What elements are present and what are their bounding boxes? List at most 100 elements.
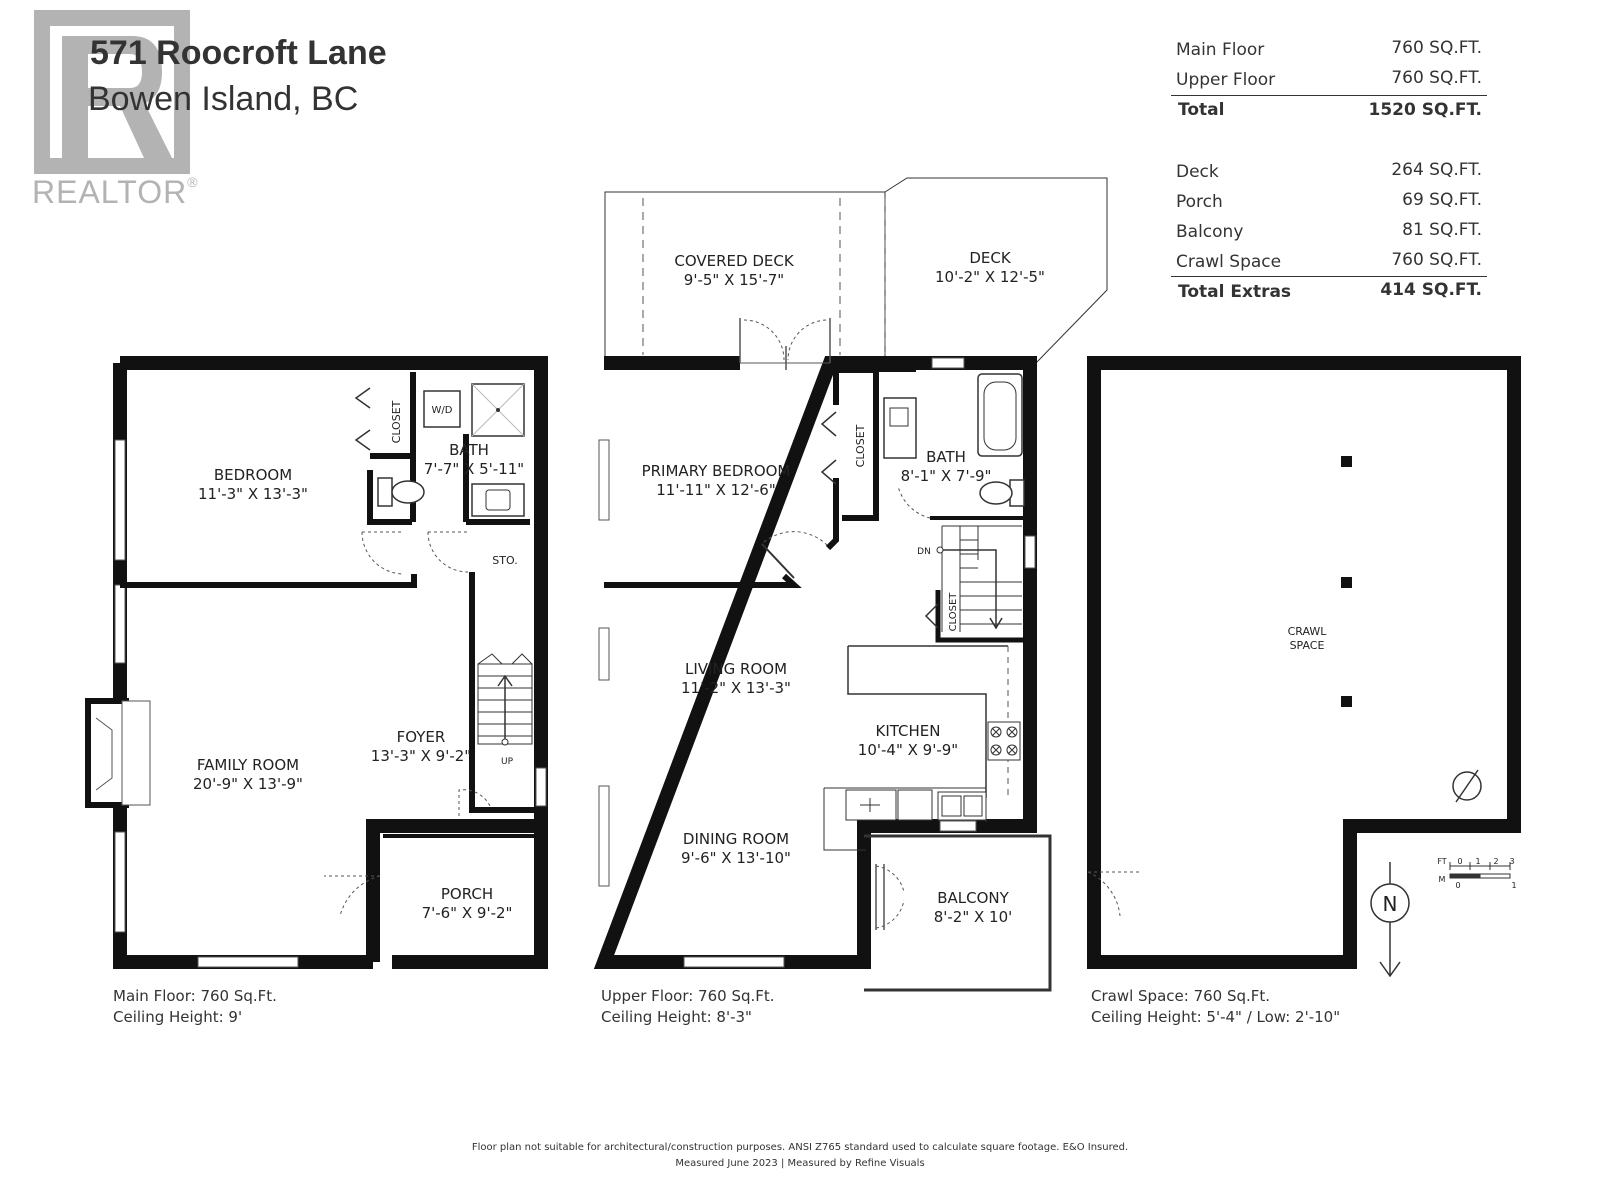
upper-bath-wall bbox=[874, 368, 1030, 520]
footer-credits: Measured June 2023 | Measured by Refine … bbox=[675, 1158, 925, 1169]
room-size-covered-deck: 9'-5" X 15'-7" bbox=[684, 271, 784, 289]
kitchen-counter bbox=[823, 787, 987, 851]
room-size-family-room: 20'-9" X 13'-9" bbox=[193, 775, 303, 793]
crawl-space-ceiling: Ceiling Height: 5'-4" / Low: 2'-10" bbox=[1091, 1008, 1341, 1026]
summary-value-porch: 69 SQ.FT. bbox=[1402, 190, 1482, 210]
room-label-dining-room: DINING ROOM bbox=[683, 830, 789, 848]
summary-value-total: 1520 SQ.FT. bbox=[1368, 100, 1482, 120]
bedroom-wall bbox=[120, 574, 417, 588]
window bbox=[598, 439, 610, 521]
scale-ft-tick-0: 0 bbox=[1457, 857, 1462, 866]
stairs-down-label: DN bbox=[917, 547, 931, 557]
kitchen-island bbox=[847, 645, 1008, 798]
room-label-porch: PORCH bbox=[441, 885, 493, 903]
room-size-living-room: 11'-2" X 13'-3" bbox=[681, 679, 791, 697]
room-label-covered-deck: COVERED DECK bbox=[674, 252, 794, 270]
fireplace bbox=[85, 698, 129, 808]
porch-wall bbox=[383, 834, 543, 962]
room-label-sto: STO. bbox=[492, 554, 517, 567]
support-post bbox=[1341, 696, 1352, 707]
summary-label-porch: Porch bbox=[1176, 192, 1223, 212]
summary-value-main-floor: 760 SQ.FT. bbox=[1391, 38, 1482, 58]
window bbox=[939, 820, 977, 832]
main-floor-stairs bbox=[477, 653, 533, 746]
sto-wall bbox=[469, 572, 541, 813]
summary-value-balcony: 81 SQ.FT. bbox=[1402, 220, 1482, 240]
summary-label-deck: Deck bbox=[1176, 162, 1219, 182]
room-label-bath-main: BATH bbox=[449, 441, 489, 459]
bath-wall bbox=[367, 434, 530, 525]
summary-divider bbox=[1171, 95, 1487, 96]
room-label-bath-upper: BATH bbox=[926, 448, 966, 466]
room-label-living-room: LIVING ROOM bbox=[685, 660, 787, 678]
summary-value-upper-floor: 760 SQ.FT. bbox=[1391, 68, 1482, 88]
scale-m-tick-1: 1 bbox=[1511, 881, 1516, 890]
support-post bbox=[1341, 456, 1352, 467]
summary-label-main-floor: Main Floor bbox=[1176, 40, 1265, 60]
scale-ft-label: FT bbox=[1437, 857, 1446, 866]
scale-m-label: M bbox=[1439, 875, 1446, 884]
room-label-closet-main: CLOSET bbox=[390, 400, 403, 443]
room-size-balcony: 8'-2" X 10' bbox=[934, 908, 1013, 926]
room-size-deck: 10'-2" X 12'-5" bbox=[935, 268, 1045, 286]
crawl-space-plan bbox=[1087, 356, 1521, 978]
room-label-bedroom: BEDROOM bbox=[214, 466, 292, 484]
summary-value-deck: 264 SQ.FT. bbox=[1391, 160, 1482, 180]
room-label-closet-stair: CLOSET bbox=[948, 592, 959, 632]
room-size-bedroom: 11'-3" X 13'-3" bbox=[198, 485, 308, 503]
balcony-outline bbox=[864, 834, 1052, 992]
window bbox=[114, 584, 126, 664]
scale-ft-tick-1: 1 bbox=[1475, 857, 1480, 866]
deck-outline bbox=[884, 177, 1108, 364]
room-size-bath-main: 7'-7" X 5'-11" bbox=[424, 460, 524, 478]
primary-bedroom-wall bbox=[604, 573, 802, 588]
registered-mark: ® bbox=[187, 174, 199, 190]
room-label-kitchen: KITCHEN bbox=[876, 722, 941, 740]
upper-floor-ceiling: Ceiling Height: 8'-3" bbox=[601, 1008, 752, 1026]
window bbox=[931, 357, 965, 369]
washer-dryer bbox=[423, 390, 461, 428]
upper-floor-area: Upper Floor: 760 Sq.Ft. bbox=[601, 987, 775, 1005]
room-size-dining-room: 9'-6" X 13'-10" bbox=[681, 849, 791, 867]
window bbox=[197, 956, 299, 968]
compass-icon bbox=[1370, 862, 1410, 978]
room-size-bath-upper: 8'-1" X 7'-9" bbox=[901, 467, 992, 485]
upper-closet-wall bbox=[825, 367, 879, 551]
area-summary: Main Floor 760 SQ.FT. Upper Floor 760 SQ… bbox=[1171, 36, 1488, 316]
window bbox=[1024, 535, 1036, 569]
covered-deck-outline bbox=[604, 191, 886, 363]
window bbox=[114, 439, 126, 561]
scale-m-tick-0: 0 bbox=[1455, 881, 1460, 890]
room-size-foyer: 13'-3" X 9'-2" bbox=[371, 747, 471, 765]
summary-label-crawl-space: Crawl Space bbox=[1176, 252, 1282, 272]
room-label-primary-bedroom: PRIMARY BEDROOM bbox=[642, 462, 791, 480]
summary-label-total-extras: Total Extras bbox=[1178, 282, 1292, 302]
realtor-logo: REALTOR® bbox=[32, 8, 222, 218]
summary-label-balcony: Balcony bbox=[1176, 222, 1244, 242]
realtor-wordmark: REALTOR bbox=[32, 174, 188, 210]
crawl-space-note: Crawl Space: 760 Sq.Ft. Ceiling Height: … bbox=[1091, 986, 1340, 1028]
main-floor-ceiling: Ceiling Height: 9' bbox=[113, 1008, 243, 1026]
summary-divider-extras bbox=[1171, 276, 1487, 277]
realtor-r-icon bbox=[34, 10, 190, 174]
footer-disclaimer: Floor plan not suitable for architectura… bbox=[471, 1142, 1129, 1153]
scale-ft-tick-3: 3 bbox=[1509, 857, 1514, 866]
room-label-crawl-space: SPACE bbox=[1290, 639, 1325, 652]
upper-floor-plan bbox=[593, 177, 1108, 992]
room-size-kitchen: 10'-4" X 9'-9" bbox=[858, 741, 958, 759]
room-label-family-room: FAMILY ROOM bbox=[197, 756, 299, 774]
room-label-closet-upper: CLOSET bbox=[854, 424, 867, 467]
main-floor-area: Main Floor: 760 Sq.Ft. bbox=[113, 987, 277, 1005]
room-label-balcony: BALCONY bbox=[937, 889, 1009, 907]
upper-bath-sink bbox=[883, 397, 917, 459]
room-label-foyer: FOYER bbox=[397, 728, 446, 746]
stairs-up-label: UP bbox=[501, 757, 514, 767]
main-floor-plan bbox=[85, 356, 548, 969]
upper-floor-note: Upper Floor: 760 Sq.Ft. Ceiling Height: … bbox=[601, 986, 775, 1028]
upper-floor-exterior-wall bbox=[593, 356, 1037, 969]
upper-floor-stairs bbox=[935, 525, 1030, 643]
cooktop bbox=[987, 721, 1021, 761]
compass-label: N bbox=[1383, 892, 1398, 916]
property-address: 571 Roocroft Lane bbox=[90, 34, 387, 72]
